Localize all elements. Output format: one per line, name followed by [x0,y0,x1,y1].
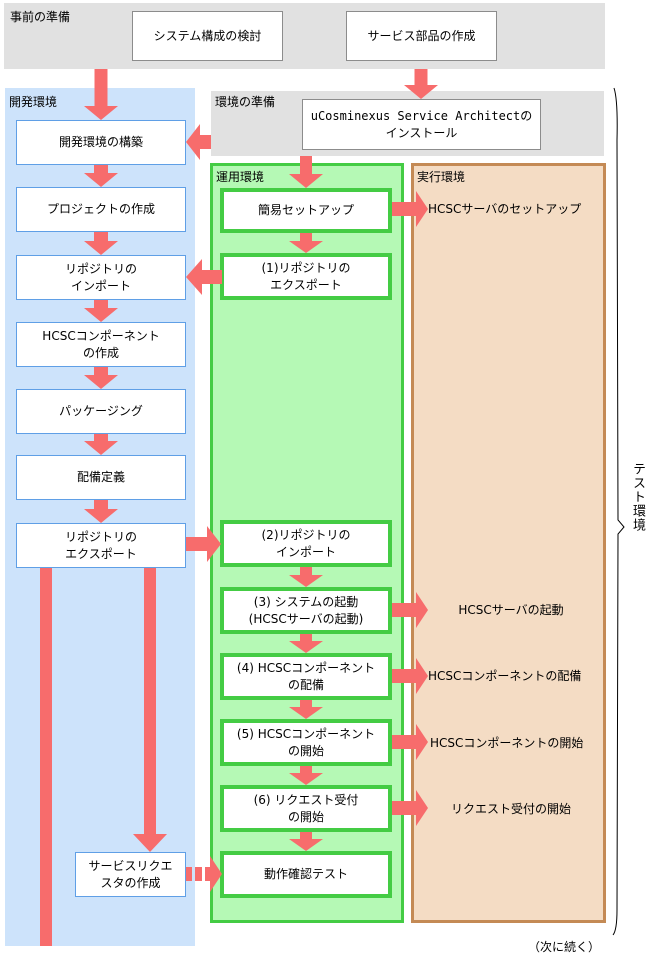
arrow-install-to-dev [186,124,211,160]
dev-step-hcsc-component: HCSCコンポーネント の作成 [16,322,186,367]
ops-step-request-accept: (6) リクエスト受付 の開始 [220,785,392,832]
arrow-to-exec-start [392,592,428,628]
dev-step-packaging: パッケージング [16,389,186,434]
install-line1: uCosminexus Service Architectの [310,108,533,123]
arrow-dev-to-requester [133,568,167,852]
exec-item-component-deploy: HCSCコンポーネントの配備 [428,669,582,683]
dev-step-repo-import: リポジトリの インポート [16,255,186,300]
arrow-to-exec-request [392,790,428,826]
test-env-label-text: テスト環境 [630,462,645,532]
arrow-dev-export-to-ops-import [186,526,221,562]
preparation-label: 事前の準備 [10,10,71,24]
arrow-dashed-seg-1 [186,867,192,881]
ops-step-deploy-component: (4) HCSCコンポーネント の配備 [220,653,392,700]
system-design-box: システム構成の検討 [132,11,283,61]
arrow-to-exec-setup [392,191,428,227]
arrow-dev-3 [84,300,118,322]
arrow-prep-to-install [404,69,438,99]
test-env-brace [612,87,625,936]
arrow-dev-continue-bar [40,568,52,946]
ops-step-simple-setup: 簡易セットアップ [220,188,392,233]
dev-step-service-requester: サービスリクエ スタの作成 [75,852,186,897]
arrow-dev-2 [84,232,118,255]
dev-step-project: プロジェクトの作成 [16,187,186,232]
arrow-dev-1 [84,165,118,187]
dev-step-repo-export: リポジトリの エクスポート [16,523,186,568]
arrow-ops-3 [289,634,323,653]
arrow-ops-1 [289,233,323,253]
arrow-ops-6 [289,832,323,851]
arrow-ops-4 [289,700,323,719]
arrow-ops-2 [289,567,323,587]
environment-prep-label: 環境の準備 [215,95,276,109]
arrow-dev-4 [84,367,118,389]
continued-note: （次に続く） [528,940,601,954]
arrow-dashed-seg-2 [195,867,202,881]
arrow-to-exec-deploy [392,658,428,694]
test-env-label: テスト環境 [628,462,645,538]
execution-region [411,163,606,923]
arrow-ops-export-to-dev-import [186,259,222,295]
development-label: 開発環境 [9,95,58,109]
arrow-install-to-setup [289,156,323,188]
service-parts-box: サービス部品の作成 [346,11,497,61]
exec-item-server-setup: HCSCサーバのセットアップ [428,202,582,216]
install-box: uCosminexus Service Architectの インストール [302,99,541,150]
ops-step-start-component: (5) HCSCコンポーネント の開始 [220,719,392,766]
dev-step-deploy-def: 配備定義 [16,455,186,500]
arrow-requester-to-test [205,856,222,892]
exec-item-component-start: HCSCコンポーネントの開始 [430,736,584,750]
ops-step-repo-import: (2)リポジトリの インポート [220,520,392,567]
install-line2: インストール [385,125,458,140]
ops-step-repo-export: (1)リポジトリの エクスポート [220,253,392,300]
ops-step-verify-test: 動作確認テスト [220,851,392,898]
execution-label: 実行環境 [417,170,466,184]
preparation-region [4,3,605,69]
exec-item-server-start: HCSCサーバの起動 [458,603,564,617]
exec-item-request-accept: リクエスト受付の開始 [450,802,571,816]
operation-label: 運用環境 [216,170,265,184]
arrow-dev-5 [84,434,118,455]
arrow-prep-to-dev [84,69,118,120]
arrow-dev-6 [84,500,118,523]
arrow-to-exec-component-start [392,724,428,760]
dev-step-setup: 開発環境の構築 [16,120,186,165]
arrow-ops-5 [289,766,323,785]
ops-step-system-start: (3) システムの起動 (HCSCサーバの起動) [220,587,392,634]
